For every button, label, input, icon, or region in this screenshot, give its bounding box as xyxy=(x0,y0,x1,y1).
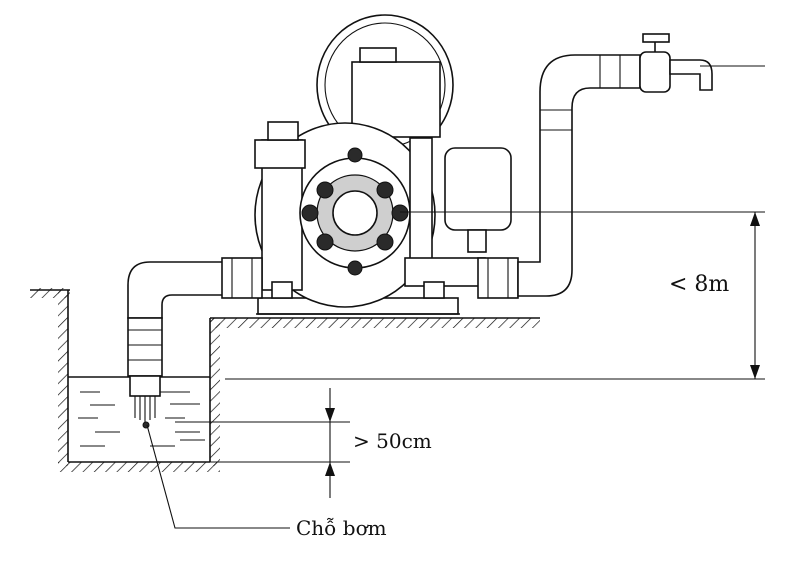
height-limit-label: < 8m xyxy=(669,272,729,297)
discharge-pipe xyxy=(517,54,641,297)
water-tap xyxy=(639,33,713,93)
suction-pipe xyxy=(127,261,229,429)
dimension-lines xyxy=(146,65,765,529)
water-well xyxy=(58,290,220,472)
pump xyxy=(221,14,519,315)
depth-min-label: > 50cm xyxy=(353,429,432,453)
suction-point-label: Chỗ bơm xyxy=(296,516,387,540)
